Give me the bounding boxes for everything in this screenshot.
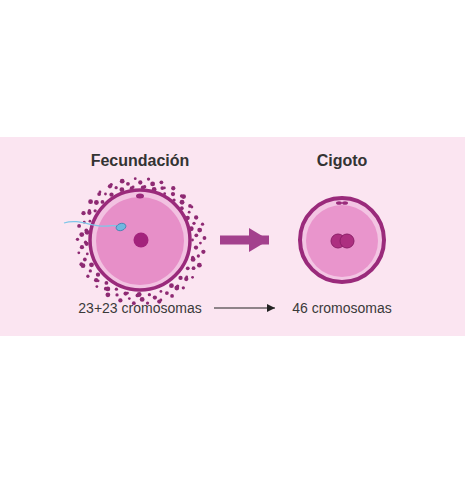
chromosome-count: 23+23 cromosomas bbox=[78, 298, 201, 318]
chromosome-count: 46 cromosomas bbox=[292, 298, 392, 318]
zygote-cell bbox=[300, 198, 384, 282]
cell-heading: Fecundación bbox=[91, 150, 190, 172]
cell-heading: Cigoto bbox=[317, 150, 368, 172]
cell-node: Cigoto 46 cromosomas bbox=[277, 150, 407, 318]
background-band bbox=[0, 137, 465, 336]
egg-cell bbox=[64, 177, 206, 305]
cell-node: Fecundación 23+23 cromosomas bbox=[74, 150, 206, 318]
process-arrow bbox=[220, 236, 269, 245]
count-arrow bbox=[214, 307, 275, 308]
